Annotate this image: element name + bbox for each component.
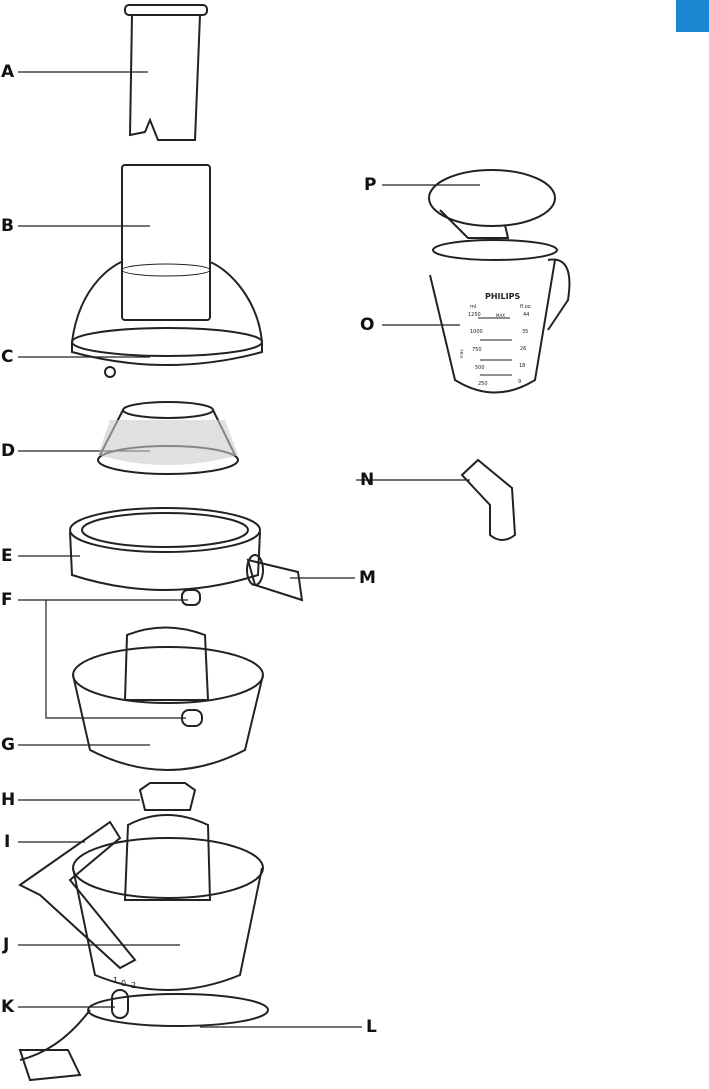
jug-lid-drawing bbox=[428, 169, 556, 239]
jug-max: MAX bbox=[496, 313, 505, 318]
oz-mark: 18 bbox=[519, 363, 525, 369]
label-o: O bbox=[360, 315, 375, 335]
label-e: E bbox=[1, 546, 13, 566]
label-g: G bbox=[1, 735, 15, 755]
oz-mark: 35 bbox=[522, 329, 528, 335]
ml-mark: 1000 bbox=[470, 329, 483, 335]
label-n: N bbox=[360, 470, 375, 490]
oz-mark: 44 bbox=[523, 312, 529, 318]
pulp-container-frame-drawing bbox=[69, 507, 304, 606]
label-m: M bbox=[359, 568, 376, 588]
label-c: C bbox=[1, 347, 14, 367]
jug-unit-ml: ml bbox=[470, 304, 476, 310]
label-d: D bbox=[1, 441, 16, 461]
label-i: I bbox=[4, 832, 11, 852]
label-p: P bbox=[364, 175, 377, 195]
knob-setting-2: 2 bbox=[131, 981, 136, 990]
spout-drawing bbox=[460, 458, 517, 541]
pulp-container-drawing bbox=[72, 626, 264, 771]
oz-mark: 9 bbox=[518, 379, 521, 385]
label-k: K bbox=[1, 997, 15, 1017]
motor-unit-drawing bbox=[18, 782, 269, 1082]
pusher-drawing bbox=[124, 4, 208, 141]
filter-drawing bbox=[97, 401, 239, 475]
label-a: A bbox=[1, 62, 15, 82]
label-j: J bbox=[3, 935, 10, 955]
ml-mark: 1250 bbox=[468, 312, 481, 318]
label-l: L bbox=[366, 1017, 377, 1037]
ml-mark: 250 bbox=[478, 381, 488, 387]
label-h: H bbox=[1, 790, 16, 810]
leader-lines bbox=[18, 71, 480, 1028]
section-tab bbox=[676, 0, 709, 32]
label-b: B bbox=[1, 216, 14, 236]
label-f: F bbox=[1, 590, 13, 610]
ml-mark: 500 bbox=[475, 365, 485, 371]
jug-max-vertical: max bbox=[459, 349, 464, 358]
jug-brand: PHILIPS bbox=[485, 292, 520, 301]
oz-mark: 26 bbox=[520, 346, 526, 352]
jug-drawing: PHILIPS ml fl.oz. MAX max 1250 1000 750 … bbox=[429, 239, 571, 394]
ml-mark: 750 bbox=[472, 347, 482, 353]
knob-setting-0: 0 bbox=[121, 979, 126, 988]
lid-drawing bbox=[71, 164, 263, 378]
jug-unit-oz: fl.oz. bbox=[520, 304, 532, 310]
knob-setting-1: 1 bbox=[113, 976, 118, 985]
